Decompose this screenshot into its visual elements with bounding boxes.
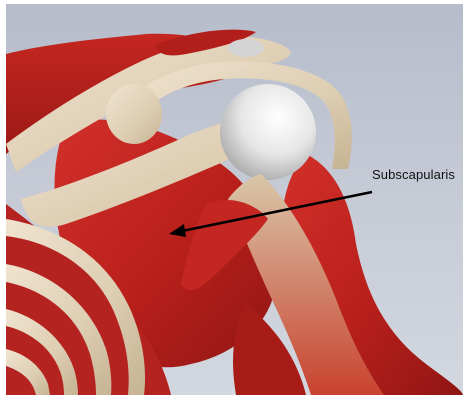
acromion-tip-bone [228, 39, 264, 57]
shoulder-anatomy-illustration [6, 4, 463, 395]
humeral-head [220, 84, 316, 180]
subscapularis-label: Subscapularis [372, 167, 455, 182]
coracoid-bone [106, 84, 162, 144]
